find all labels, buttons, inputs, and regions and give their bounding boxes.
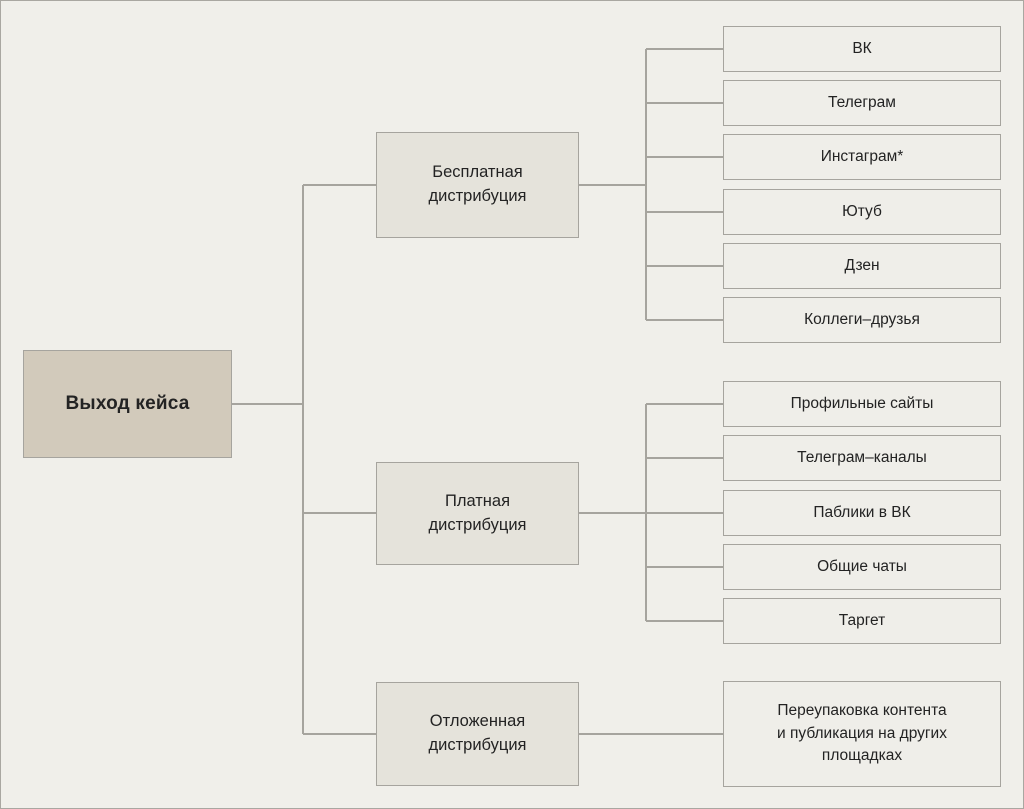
node-branch-free[interactable]: Бесплатная дистрибуция [376,132,579,238]
node-leaf-paid-1[interactable]: Профильные сайты [723,381,1001,427]
node-leaf-free-2[interactable]: Телеграм [723,80,1001,126]
node-leaf-paid-5[interactable]: Таргет [723,598,1001,644]
node-leaf-paid-4[interactable]: Общие чаты [723,544,1001,590]
node-leaf-free-4[interactable]: Ютуб [723,189,1001,235]
node-leaf-free-6[interactable]: Коллеги–друзья [723,297,1001,343]
node-leaf-deferred-1[interactable]: Переупаковка контента и публикация на др… [723,681,1001,787]
node-root[interactable]: Выход кейса [23,350,232,458]
node-leaf-free-3[interactable]: Инстаграм* [723,134,1001,180]
node-branch-deferred[interactable]: Отложенная дистрибуция [376,682,579,786]
node-leaf-free-5[interactable]: Дзен [723,243,1001,289]
node-leaf-paid-3[interactable]: Паблики в ВК [723,490,1001,536]
node-branch-paid[interactable]: Платная дистрибуция [376,462,579,565]
node-leaf-free-1[interactable]: ВК [723,26,1001,72]
node-leaf-paid-2[interactable]: Телеграм–каналы [723,435,1001,481]
